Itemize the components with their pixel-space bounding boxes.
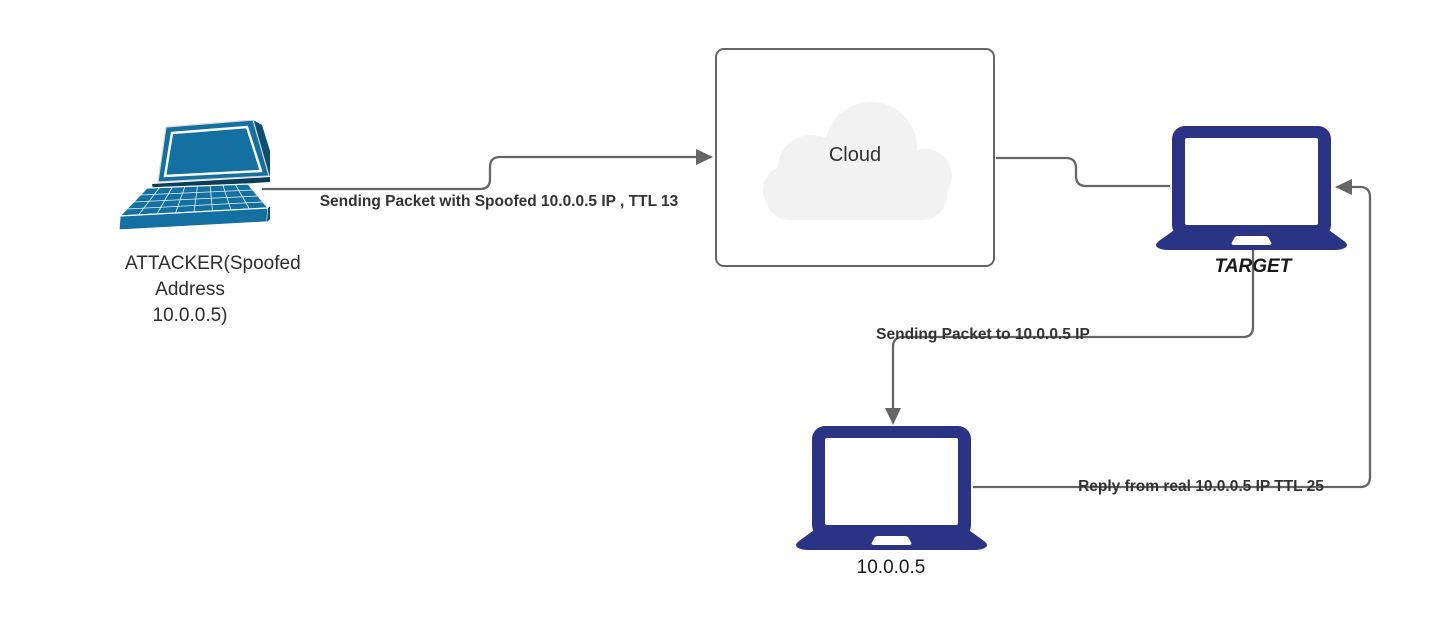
connectors bbox=[262, 149, 1372, 489]
arrowhead-target-to-real-host bbox=[885, 408, 901, 425]
edge-label-target-to-real-host: Sending Packet to 10.0.0.5 IP bbox=[876, 326, 1090, 343]
edge-real-host-to-target[interactable] bbox=[973, 185, 1372, 489]
arrowhead-real-host-to-target bbox=[1335, 179, 1352, 195]
edge-cloud-to-target[interactable] bbox=[996, 156, 1170, 188]
real-host-node-label: 10.0.0.5 bbox=[856, 557, 926, 578]
edge-target-to-real-host[interactable] bbox=[891, 248, 1255, 409]
target-laptop-icon[interactable] bbox=[1155, 126, 1348, 250]
attacker-node-label: ATTACKER(Spoofed Address 10.0.0.5) bbox=[125, 253, 301, 326]
target-node-label: TARGET bbox=[1214, 256, 1292, 277]
cloud-node[interactable]: Cloud bbox=[715, 48, 995, 267]
edge-label-attacker-to-cloud: Sending Packet with Spoofed 10.0.0.5 IP … bbox=[319, 193, 679, 210]
cloud-node-label: Cloud bbox=[828, 144, 882, 166]
real-host-laptop-icon[interactable] bbox=[795, 426, 988, 550]
attacker-laptop-icon[interactable] bbox=[100, 120, 270, 236]
cloud-icon bbox=[763, 102, 952, 220]
edge-attacker-to-cloud[interactable] bbox=[262, 155, 699, 191]
arrowhead-attacker-to-cloud bbox=[696, 149, 713, 165]
edge-label-real-host-to-target: Reply from real 10.0.0.5 IP TTL 25 bbox=[1078, 478, 1324, 495]
